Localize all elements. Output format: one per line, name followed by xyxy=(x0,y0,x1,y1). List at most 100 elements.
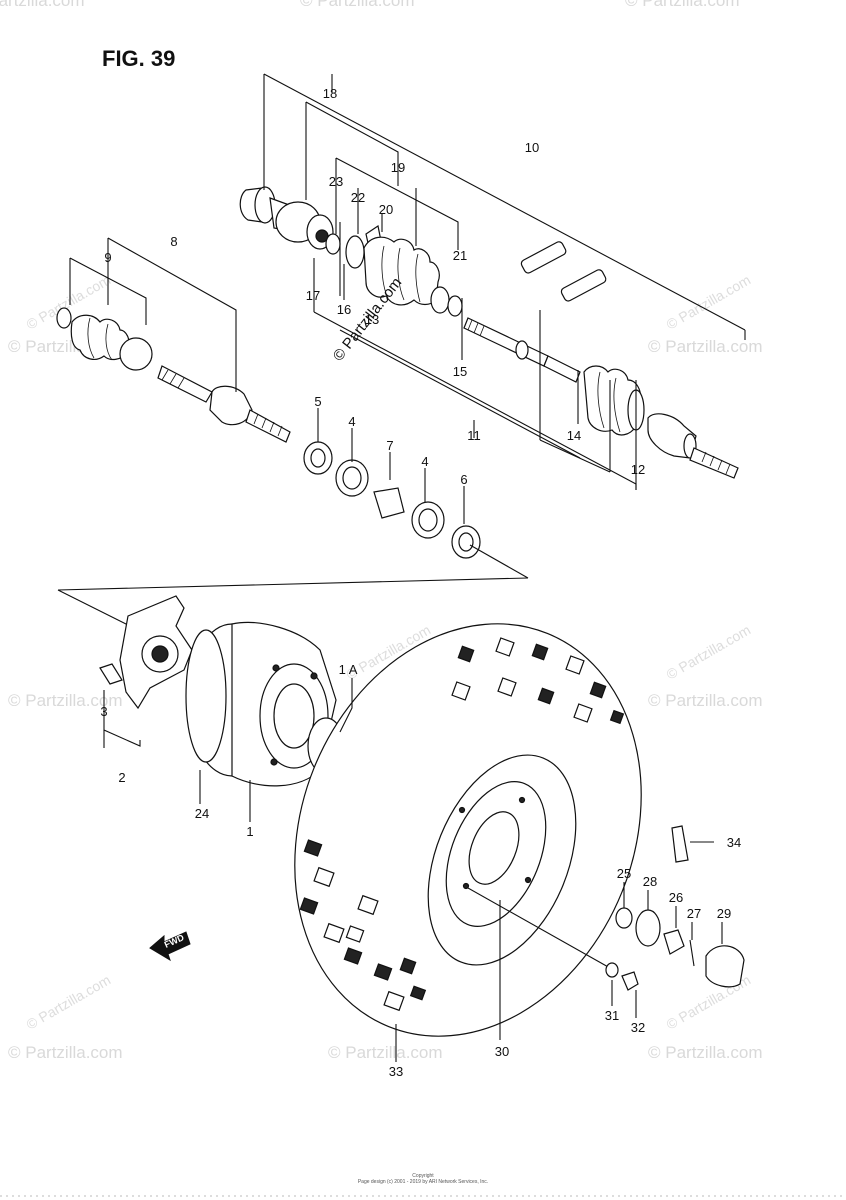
callout-19: 19 xyxy=(391,160,405,175)
callout-6: 6 xyxy=(460,472,467,487)
callout-34: 34 xyxy=(727,835,741,850)
callout-9: 9 xyxy=(104,250,111,265)
callout-12: 12 xyxy=(631,462,645,477)
callout-7: 7 xyxy=(386,438,393,453)
o-ring-part xyxy=(185,629,227,763)
watermark: © Partzilla.com xyxy=(0,0,85,10)
watermark: © Partzilla.com xyxy=(8,691,123,710)
callout-20: 20 xyxy=(379,202,393,217)
boot-band-part xyxy=(345,235,365,269)
callout-28: 28 xyxy=(643,874,657,889)
callout-1a: 1 A xyxy=(339,662,358,677)
callout-30: 30 xyxy=(495,1044,509,1059)
brake-drum-bore xyxy=(273,683,315,749)
drum-bolt-hole xyxy=(272,664,280,672)
callout-14: 14 xyxy=(567,428,581,443)
callout-8: 8 xyxy=(170,234,177,249)
callout-25: 25 xyxy=(617,866,631,881)
boot-ridges xyxy=(87,317,113,361)
rim-bolt-hole xyxy=(462,882,470,890)
washer-part xyxy=(605,962,619,978)
rim-bolt-hole xyxy=(458,806,466,814)
callout-13: 13 xyxy=(365,312,379,327)
callout-5: 5 xyxy=(314,394,321,409)
watermark: © Partzilla.com xyxy=(664,272,754,333)
callout-27: 27 xyxy=(687,906,701,921)
small-shaft-part xyxy=(157,365,213,403)
oil-seal-bore xyxy=(458,532,474,552)
watermark: © Partzilla.com xyxy=(664,622,754,683)
watermark: © Partzilla.com xyxy=(648,691,763,710)
callout-29: 29 xyxy=(717,906,731,921)
callout-24: 24 xyxy=(195,806,209,821)
bearing-bore xyxy=(418,508,438,532)
callout-4: 4 xyxy=(421,454,428,469)
footer-page-design: Page design (c) 2001 - 2019 by ARI Netwo… xyxy=(358,1179,488,1185)
boot-ridges xyxy=(381,245,421,303)
bearing-stack xyxy=(303,441,481,559)
washer-part xyxy=(635,909,661,947)
drive-shaft-part xyxy=(463,317,549,367)
boot-ridges xyxy=(597,371,621,433)
callout-16: 16 xyxy=(337,302,351,317)
watermark: © Partzilla.com xyxy=(625,0,740,10)
oil-seal-bore xyxy=(310,448,326,468)
callout-21: 21 xyxy=(453,248,467,263)
clip-ring-part xyxy=(56,307,72,329)
hub-cap-part xyxy=(705,945,745,988)
callout-23: 23 xyxy=(329,174,343,189)
leader-lines-upper xyxy=(69,73,746,524)
clip-ring-part xyxy=(325,233,341,255)
bolt-part xyxy=(99,663,123,685)
watermark: © Partzilla.com xyxy=(24,972,114,1033)
boot-band-part xyxy=(119,337,153,371)
valve-stem-part xyxy=(671,825,689,863)
fwd-arrow: FWD xyxy=(149,931,191,962)
watermark: © Partzilla.com xyxy=(648,337,763,356)
nut-part xyxy=(621,971,639,991)
watermark: © Partzilla.com xyxy=(300,0,415,10)
clip-ring-part xyxy=(447,295,463,317)
callout-33: 33 xyxy=(389,1064,403,1079)
shaft-weight-part xyxy=(520,241,567,274)
callout-10: 10 xyxy=(525,140,539,155)
castle-nut-part xyxy=(663,929,685,955)
callout-1: 1 xyxy=(246,824,253,839)
small-stub-spline xyxy=(253,413,283,437)
washer-part xyxy=(615,907,633,929)
small-shaft-spline xyxy=(161,369,185,389)
small-joint-part xyxy=(209,385,253,426)
callout-11: 11 xyxy=(467,428,481,443)
drive-shaft-part xyxy=(543,355,581,383)
rim-bolt-hole xyxy=(518,796,526,804)
shaft-spline xyxy=(467,319,485,337)
boot-band-part xyxy=(430,286,450,314)
watermark: © Partzilla.com xyxy=(328,1043,443,1062)
callout-26: 26 xyxy=(669,890,683,905)
callout-2: 2 xyxy=(118,770,125,785)
watermark: © Partzilla.com xyxy=(648,1043,763,1062)
callout-22: 22 xyxy=(351,190,365,205)
footer-copyright: Copyright xyxy=(412,1173,434,1179)
lower-wheel-assembly xyxy=(57,544,745,1037)
callout-4: 4 xyxy=(348,414,355,429)
leader-lines-lower xyxy=(199,678,723,1062)
upper-shaft-assembly xyxy=(239,186,739,479)
spacer-part xyxy=(373,487,405,519)
stub-shaft-part xyxy=(689,447,739,479)
callout-labels: 1 1 A 2 3 4 4 5 6 7 8 9 10 11 12 13 14 1… xyxy=(100,86,741,1079)
callout-15: 15 xyxy=(453,364,467,379)
callout-17: 17 xyxy=(306,288,320,303)
drum-bolt-hole xyxy=(270,758,278,766)
rim-bolt-hole xyxy=(524,876,532,884)
callout-32: 32 xyxy=(631,1020,645,1035)
stub-spline xyxy=(701,451,731,475)
watermark: © Partzilla.com xyxy=(8,1043,123,1062)
callout-31: 31 xyxy=(605,1008,619,1023)
cotter-pin-part xyxy=(689,939,695,967)
page-footer: Copyright Page design (c) 2001 - 2019 by… xyxy=(358,1173,488,1185)
callout-3: 3 xyxy=(100,704,107,719)
shaft-damper-part xyxy=(515,340,529,360)
small-stub-part xyxy=(245,409,291,443)
